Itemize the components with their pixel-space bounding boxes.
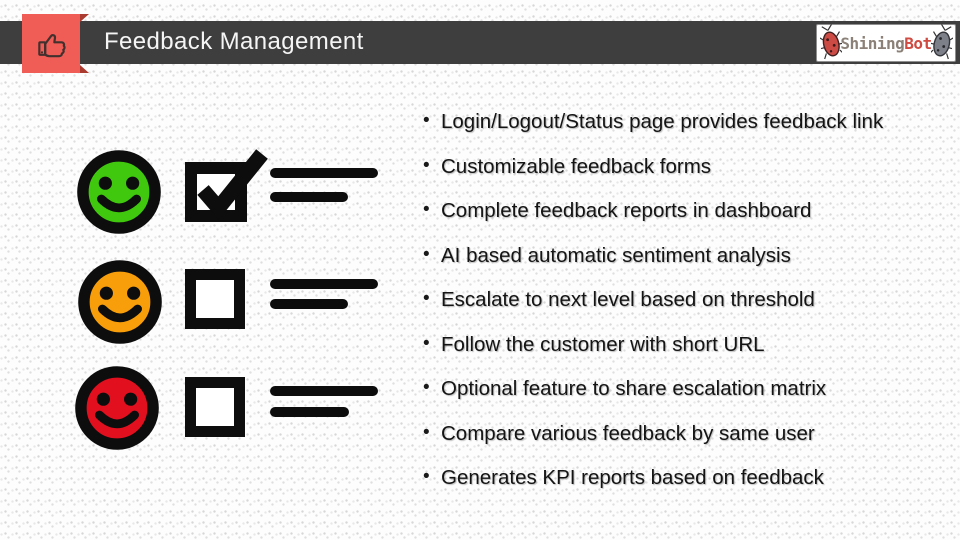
logo-bug-gray-icon — [931, 24, 953, 60]
bullet-item: Customizable feedback forms — [420, 145, 952, 190]
bullet-item: AI based automatic sentiment analysis — [420, 234, 952, 279]
text-line — [270, 192, 348, 202]
ribbon-fold-top — [80, 14, 89, 22]
ribbon-fold-bottom — [80, 65, 89, 73]
logo-text: ShiningBot — [840, 33, 932, 53]
logo-bug-red-icon — [820, 24, 842, 60]
checkbox-checked-icon — [185, 149, 268, 222]
checkbox-empty-icon — [185, 377, 245, 437]
text-line — [270, 279, 378, 289]
bullet-item: Escalate to next level based on threshol… — [420, 278, 952, 323]
text-line — [270, 407, 349, 417]
title-accent-box — [22, 14, 80, 73]
feature-bullet-list: Login/Logout/Status page provides feedba… — [420, 100, 952, 501]
bullet-item: Follow the customer with short URL — [420, 323, 952, 368]
thumbs-up-icon — [38, 33, 66, 57]
smiley-face-positive-icon — [77, 150, 161, 234]
logo-box: ShiningBot — [816, 24, 956, 62]
text-line — [270, 168, 378, 178]
title-bar: Feedback Management — [0, 21, 960, 64]
bullet-item: Generates KPI reports based on feedback — [420, 456, 952, 501]
logo-text-red: Bot — [904, 33, 932, 53]
text-line — [270, 299, 348, 309]
smiley-face-negative-icon — [75, 366, 159, 450]
smiley-face-neutral-icon — [78, 260, 162, 344]
logo-text-gray: Shining — [840, 33, 905, 53]
page-title: Feedback Management — [104, 27, 364, 55]
bullet-item: Optional feature to share escalation mat… — [420, 367, 952, 412]
checkbox-empty-icon — [185, 269, 245, 329]
bullet-item: Login/Logout/Status page provides feedba… — [420, 100, 952, 145]
bullet-item: Compare various feedback by same user — [420, 412, 952, 457]
bullet-item: Complete feedback reports in dashboard — [420, 189, 952, 234]
text-line — [270, 386, 378, 396]
